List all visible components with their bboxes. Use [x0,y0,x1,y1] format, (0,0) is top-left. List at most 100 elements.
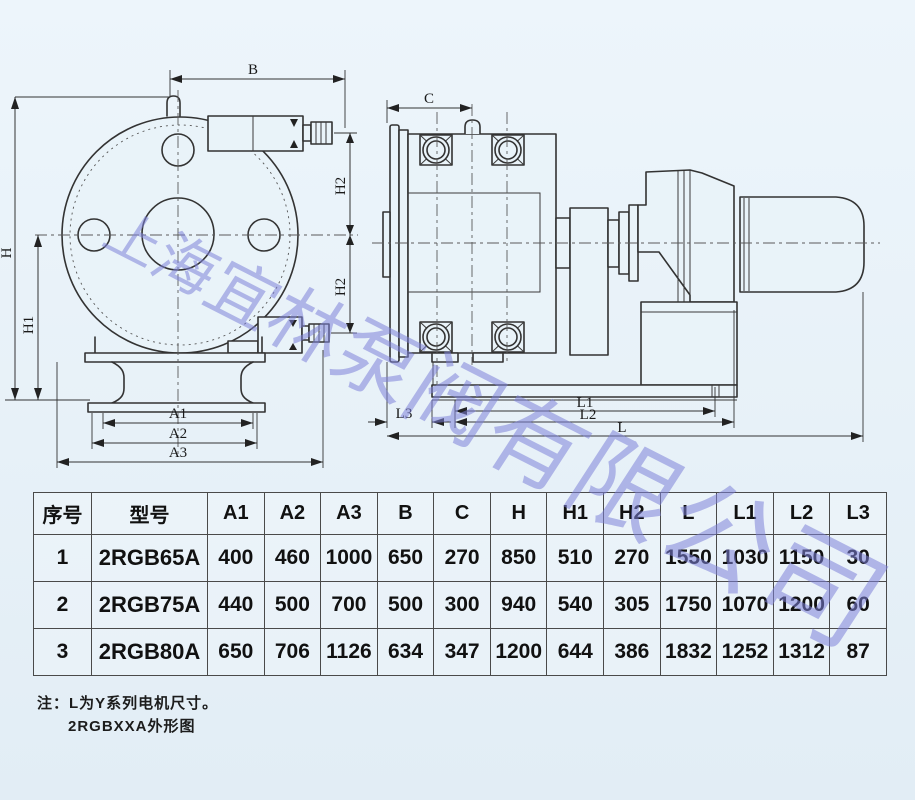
table-cell: 700 [320,581,378,629]
table-cell: 1550 [659,534,718,582]
table-cell: 644 [546,628,605,676]
col-header: H1 [546,492,605,535]
dim-c: C [386,91,472,123]
col-header: A3 [320,492,378,535]
table-cell: 305 [603,581,661,629]
dim-label-l1: L1 [577,395,594,411]
dim-label-l3: L3 [396,406,413,422]
table-cell: 1252 [716,628,774,676]
front-view-drawing: B H H1 H2 H2 [0,62,358,468]
bearing-housing [555,207,609,356]
table-cell: 1200 [772,581,831,629]
table-cell: 1750 [659,581,718,629]
dim-label-b: B [248,62,258,78]
table-cell-model: 2RGB65A [91,534,208,582]
table-cell: 500 [263,581,322,629]
table-cell: 1 [33,534,92,582]
col-header: L1 [716,492,774,535]
port-flange-bottom-right [491,321,525,353]
dim-label-a3: A3 [169,445,187,461]
port-flange-bottom-left [419,321,453,353]
table-cell: 1070 [716,581,774,629]
table-cell: 510 [546,534,605,582]
col-header: L3 [829,492,887,535]
table-cell: 540 [546,581,605,629]
col-header: A2 [263,492,322,535]
table-cell: 1126 [320,628,378,676]
upper-nozzle [207,115,333,152]
table-row: 1 2RGB65A 400 460 1000 650 270 850 510 2… [33,534,887,582]
dim-h1: H1 [21,235,42,400]
table-cell: 87 [829,628,887,676]
dim-l3: L3 [368,362,451,428]
note-line-1: 注：L为Y系列电机尺寸。 [37,695,219,712]
table-cell: 440 [207,581,265,629]
dim-a3: A3 [56,350,324,468]
dim-label-h2-lower: H2 [333,278,349,296]
dim-h: H [0,96,170,401]
dim-label-c: C [424,91,434,107]
note-line-2: 2RGBXXA外形图 [68,718,196,735]
dim-l1: L1 [454,387,716,428]
technical-drawing: B H H1 H2 H2 [0,62,880,468]
table-cell: 1312 [772,628,831,676]
col-header: B [376,492,435,535]
table-cell: 1200 [489,628,548,676]
table-cell: 650 [207,628,265,676]
table-cell: 706 [263,628,322,676]
table-cell: 2 [33,581,92,629]
dim-h2: H2 H2 [331,132,357,334]
table-cell: 500 [376,581,435,629]
front-flange-plate [389,124,400,363]
table-cell: 300 [433,581,491,629]
col-header-index: 序号 [33,492,92,535]
port-flange-top-right [491,134,525,166]
dim-label-a2: A2 [169,426,187,442]
lower-nozzle [227,316,330,354]
vent-tab [166,95,181,117]
table-cell: 850 [489,534,548,582]
body-foot-tab-left [431,352,459,363]
port-flange-top-left [419,134,453,166]
vent-knob [464,119,481,134]
table-cell: 1150 [772,534,831,582]
table-row: 2 2RGB75A 440 500 700 500 300 940 540 30… [33,581,887,629]
dim-a2: A2 [91,413,258,449]
table-cell: 270 [433,534,491,582]
pump-body-panel [407,192,541,293]
table-cell: 270 [603,534,661,582]
table-cell: 460 [263,534,322,582]
dim-label-l: L [617,420,626,436]
dim-l2: L2 [455,310,735,428]
col-header: L2 [772,492,831,535]
col-header: C [433,492,491,535]
dim-b: B [169,62,346,128]
table-cell: 1832 [659,628,718,676]
base-plate [431,384,738,401]
gearbox-bracket [637,169,738,386]
dim-label-l2: L2 [580,407,597,423]
front-cover-plate [398,129,409,358]
pedestal [84,336,266,413]
dim-a1: A1 [102,406,254,429]
body-foot-tab-right [472,352,504,363]
dimensions-table: 序号 型号 A1 A2 A3 B C H H1 H2 L L1 L2 L3 1 … [33,492,887,676]
table-row: 3 2RGB80A 650 706 1126 634 347 1200 644 … [33,628,887,676]
col-header: H2 [603,492,661,535]
table-cell: 60 [829,581,887,629]
table-cell: 940 [489,581,548,629]
side-view-drawing: C L1 L2 L3 L [368,91,880,442]
motor-body [739,196,865,293]
table-cell: 650 [376,534,435,582]
table-cell: 347 [433,628,491,676]
dim-label-h: H [0,247,15,258]
header-row: 序号 型号 A1 A2 A3 B C H H1 H2 L L1 L2 L3 [33,492,887,535]
dim-label-h2-upper: H2 [333,177,349,195]
col-header-model: 型号 [91,492,208,535]
table-cell-model: 2RGB80A [91,628,208,676]
dim-l: L [387,292,864,442]
col-header: H [489,492,548,535]
table-cell-model: 2RGB75A [91,581,208,629]
col-header: A1 [207,492,265,535]
